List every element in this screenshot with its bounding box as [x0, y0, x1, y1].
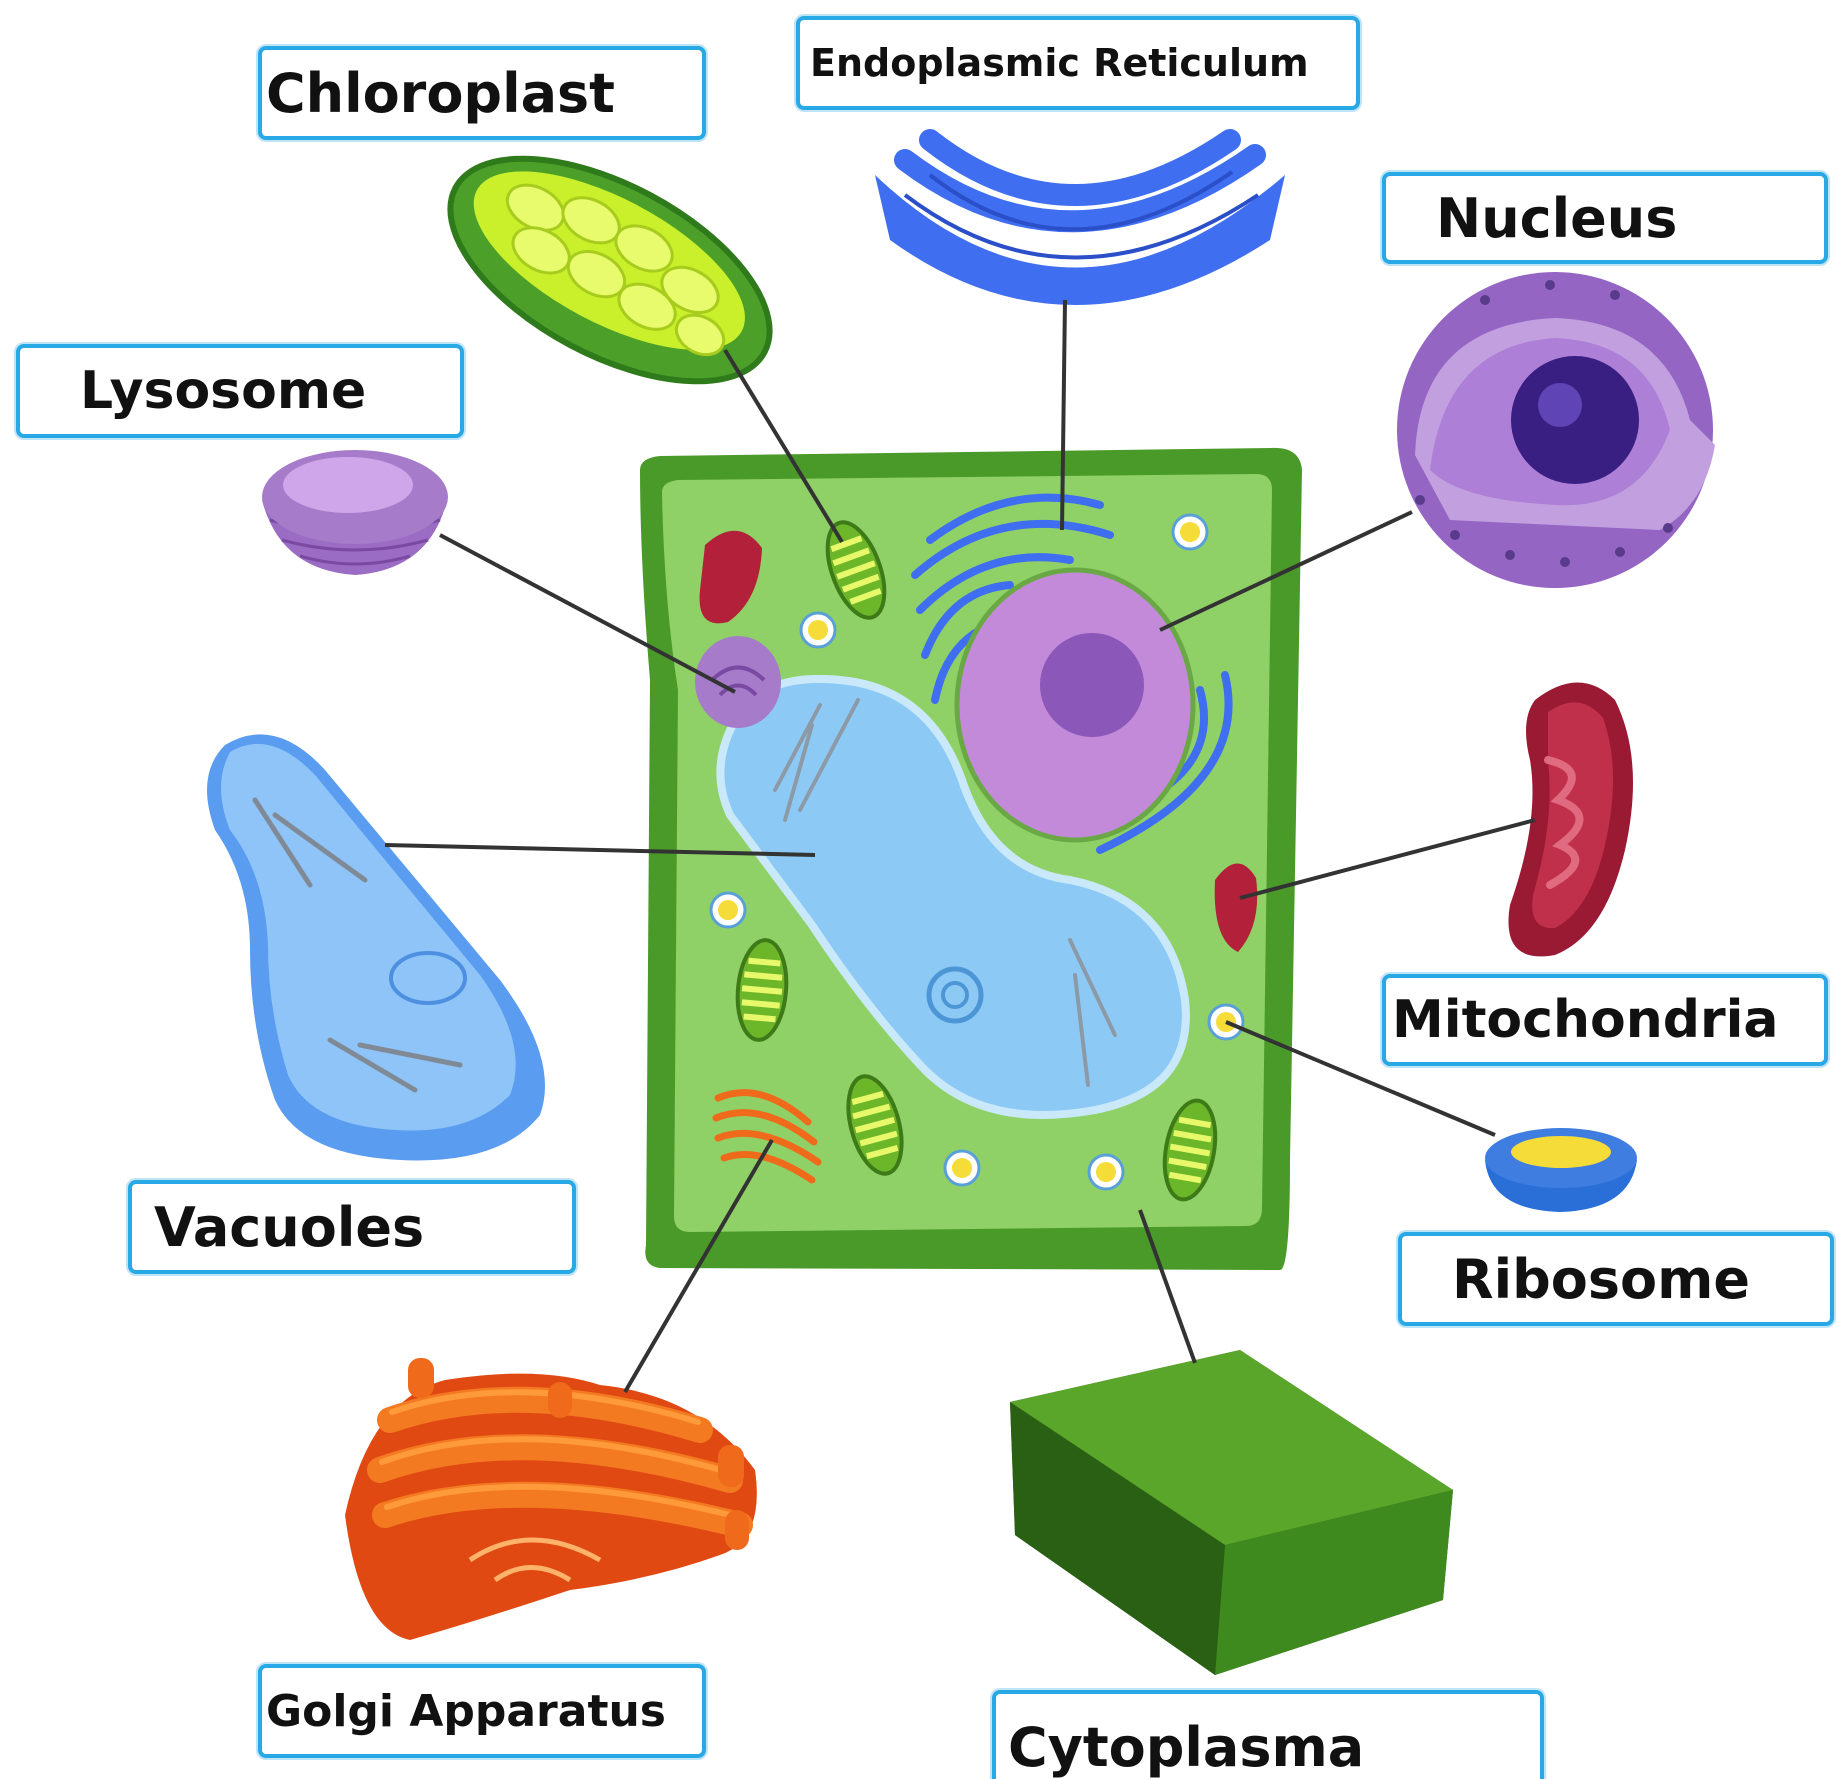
chloroplast-enlarged: [416, 113, 805, 427]
cytoplasma-enlarged: [1010, 1350, 1453, 1675]
label-nucleus: Nucleus: [1382, 172, 1828, 264]
label-endoplasmic-reticulum: Endoplasmic Reticulum: [796, 16, 1360, 110]
label-endoplasmic-reticulum-text: Endoplasmic Reticulum: [810, 41, 1309, 85]
label-nucleus-text: Nucleus: [1436, 187, 1677, 250]
ribosome-enlarged: [1485, 1128, 1637, 1212]
label-golgi-apparatus: Golgi Apparatus: [258, 1664, 706, 1758]
label-lysosome-text: Lysosome: [80, 361, 366, 421]
golgi-enlarged: [345, 1358, 757, 1640]
label-cytoplasma-text: Cytoplasma: [1008, 1716, 1364, 1779]
label-cytoplasma: Cytoplasma: [992, 1690, 1544, 1779]
mitochondria-enlarged: [1508, 683, 1633, 957]
nucleolus-in-cell: [1040, 633, 1144, 737]
label-ribosome-text: Ribosome: [1452, 1248, 1750, 1311]
label-mitochondria-text: Mitochondria: [1392, 990, 1779, 1050]
label-vacuoles-text: Vacuoles: [154, 1196, 424, 1259]
label-lysosome: Lysosome: [16, 344, 464, 438]
label-chloroplast-text: Chloroplast: [266, 62, 615, 125]
lysosome-enlarged: [262, 450, 448, 575]
endoplasmic-reticulum-enlarged: [875, 140, 1285, 305]
vacuoles-enlarged: [207, 734, 545, 1160]
label-ribosome: Ribosome: [1398, 1232, 1834, 1326]
label-vacuoles: Vacuoles: [128, 1180, 576, 1274]
label-golgi-apparatus-text: Golgi Apparatus: [266, 1686, 666, 1737]
plant-cell: [640, 448, 1302, 1270]
label-chloroplast: Chloroplast: [258, 46, 706, 140]
nucleus-enlarged: [1397, 272, 1715, 588]
label-mitochondria: Mitochondria: [1382, 974, 1828, 1066]
